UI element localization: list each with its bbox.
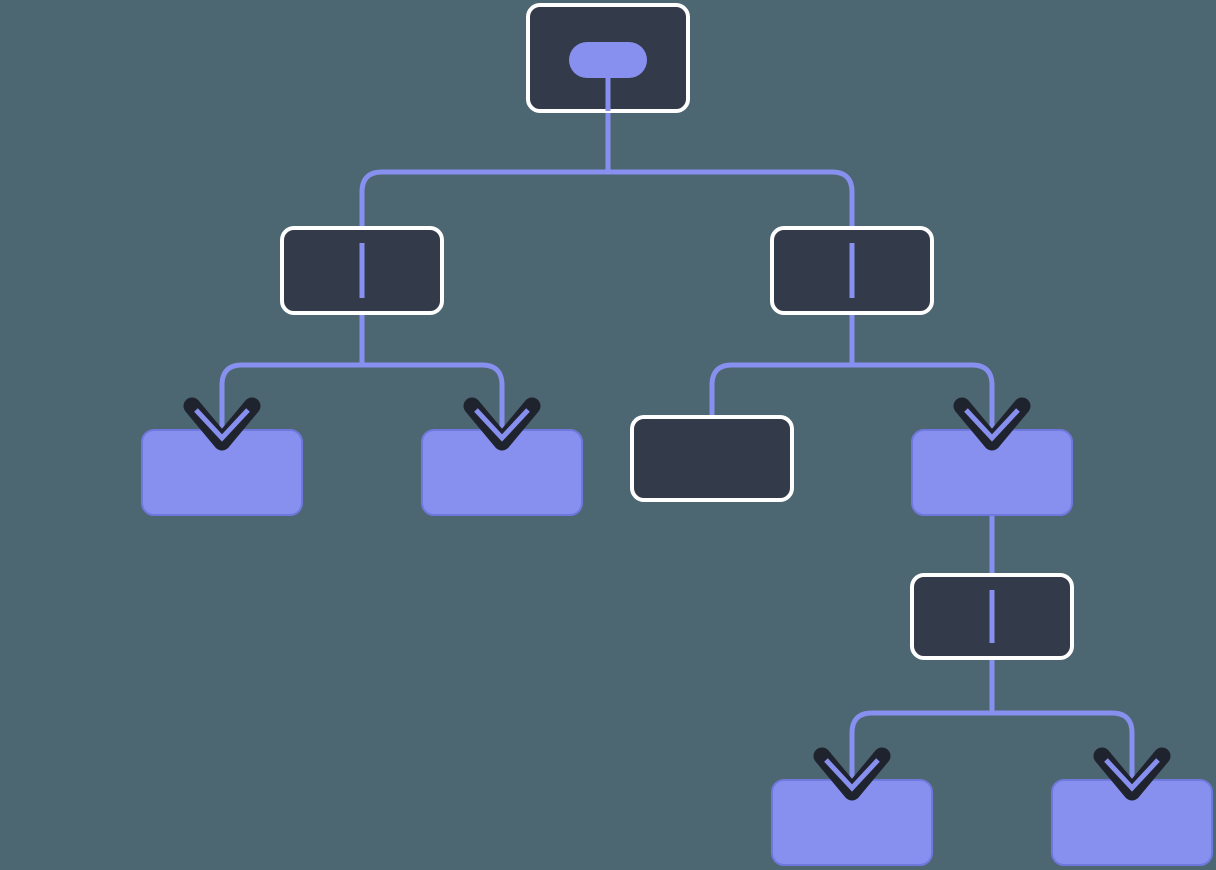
root-pill-stem bbox=[605, 78, 611, 111]
level3-dark-node[interactable] bbox=[910, 573, 1074, 660]
edge-level3-to-leaf-b bbox=[992, 710, 1135, 795]
arrowhead-leaf-a bbox=[183, 397, 261, 451]
root-pill-marker bbox=[569, 42, 647, 78]
node-vertical-line-marker bbox=[359, 243, 365, 298]
arrowhead-light-chevron-icon bbox=[1104, 758, 1160, 792]
edge-level1-right-to-dark-node bbox=[709, 313, 855, 417]
arrowhead-light-chevron-icon bbox=[964, 408, 1020, 442]
edge-level3-to-leaf-a bbox=[849, 658, 995, 795]
edge-level1-right-to-purple-node bbox=[852, 362, 995, 445]
arrowhead-light-chevron-icon bbox=[474, 408, 530, 442]
arrowhead-purple-branch bbox=[953, 397, 1031, 451]
level2-dark-node[interactable] bbox=[630, 415, 794, 502]
node-vertical-line-marker bbox=[849, 243, 855, 298]
arrowhead-light-chevron-icon bbox=[194, 408, 250, 442]
root-node[interactable] bbox=[526, 3, 690, 113]
edge-level1-left-to-leaf-b bbox=[362, 362, 505, 445]
level1-right-node[interactable] bbox=[770, 226, 934, 315]
edges-layer bbox=[219, 60, 1135, 795]
arrowhead-leaf-b bbox=[463, 397, 541, 451]
edge-root-to-level1-left bbox=[359, 169, 608, 313]
level2-dark-node-rect[interactable] bbox=[630, 415, 794, 502]
level1-left-node[interactable] bbox=[280, 226, 444, 315]
arrowhead-light-chevron-icon bbox=[824, 758, 880, 792]
edge-root-to-level1-right bbox=[608, 169, 855, 313]
arrowheads-layer bbox=[183, 397, 1171, 801]
edge-level1-left-to-leaf-a bbox=[219, 313, 365, 445]
arrowhead-level4-leaf-a bbox=[813, 747, 891, 801]
nodes-layer bbox=[141, 3, 1213, 866]
node-vertical-line-marker bbox=[989, 590, 995, 643]
arrowhead-level4-leaf-b bbox=[1093, 747, 1171, 801]
